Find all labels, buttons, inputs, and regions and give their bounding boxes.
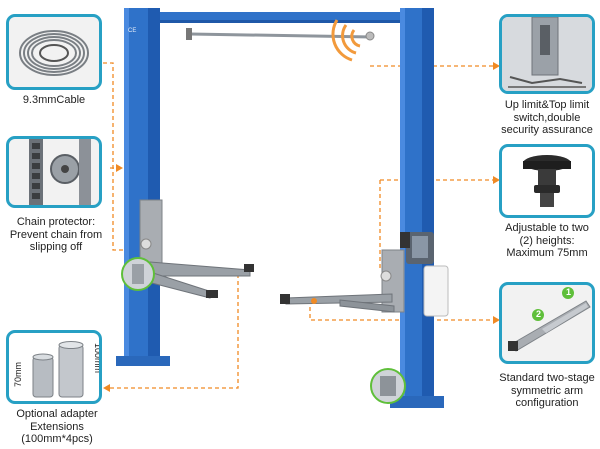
limit-switch-panel bbox=[499, 14, 595, 94]
pad-caption-line-3: Maximum 75mm bbox=[506, 247, 588, 259]
adapter-panel: 70mm 100mm bbox=[6, 330, 102, 404]
arrow-limit bbox=[493, 62, 500, 70]
adapter-caption-line-1: Optional adapter bbox=[16, 408, 98, 420]
leader-adapter bbox=[110, 270, 239, 389]
cable-coil-icon bbox=[19, 30, 89, 76]
limit-switch-caption: Up limit&Top limit switch,double securit… bbox=[492, 99, 600, 137]
leader-cable bbox=[103, 62, 128, 251]
arrow-adapter bbox=[103, 384, 110, 392]
arm-caption-line-1: Standard two-stage bbox=[499, 372, 595, 384]
pad-panel bbox=[499, 144, 595, 218]
right-base-plate bbox=[390, 396, 444, 408]
arm-caption-line-2: symmetric arm bbox=[510, 384, 584, 397]
arrow-chain bbox=[116, 164, 123, 172]
chain-caption-line-2: Prevent chain from bbox=[9, 228, 103, 241]
chain-protector-icon bbox=[29, 139, 91, 205]
adapter-caption-line-3: (100mm*4pcs) bbox=[21, 433, 93, 445]
limit-switch-icon bbox=[502, 17, 592, 91]
arrow-pad bbox=[493, 176, 500, 184]
sensor-waves bbox=[331, 19, 361, 62]
left-base-plate bbox=[116, 356, 170, 366]
adapter-dim-short: 70mm bbox=[13, 361, 23, 387]
top-beam bbox=[160, 12, 430, 22]
switch-bar bbox=[189, 32, 373, 39]
pad-caption-line-1: Adjustable to two bbox=[505, 222, 589, 234]
pad-caption-line-2: (2) heights: bbox=[519, 234, 575, 247]
right-arm bbox=[285, 293, 393, 305]
adapter-caption: Optional adapter Extensions (100mm*4pcs) bbox=[2, 408, 112, 446]
pad-caption: Adjustable to two (2) heights: Maximum 7… bbox=[492, 222, 600, 260]
adapter-caption-line-2: Extensions bbox=[30, 420, 84, 433]
adapter-dim-tall: 100mm bbox=[93, 343, 102, 374]
adapter-extensions-icon bbox=[32, 341, 84, 398]
arm-badge-1: 1 bbox=[566, 287, 572, 297]
cable-caption: 9.3mmCable bbox=[22, 94, 86, 106]
arm-caption-line-3: configuration bbox=[515, 397, 579, 409]
chain-caption: Chain protector: Prevent chain from slip… bbox=[2, 216, 110, 254]
two-stage-arm-icon bbox=[508, 287, 591, 352]
highlight-left-base bbox=[121, 257, 155, 291]
limit-caption-line-2: switch,double bbox=[513, 111, 581, 124]
chain-panel bbox=[6, 136, 102, 208]
cable-panel bbox=[6, 14, 102, 90]
arm-caption: Standard two-stage symmetric arm configu… bbox=[492, 372, 600, 410]
arm-badge-2: 2 bbox=[536, 309, 542, 319]
oil-tank bbox=[423, 265, 449, 317]
chain-caption-line-1: Chain protector: bbox=[16, 216, 96, 228]
ce-mark: CE bbox=[128, 28, 137, 34]
limit-caption-line-1: Up limit&Top limit bbox=[504, 99, 590, 111]
arm-panel: 1 2 bbox=[499, 282, 595, 364]
highlight-right-base bbox=[370, 368, 406, 404]
adjustable-pad-icon bbox=[523, 155, 571, 207]
arrow-arm bbox=[493, 316, 500, 324]
limit-caption-line-3: security assurance bbox=[501, 124, 593, 136]
chain-caption-line-3: slipping off bbox=[29, 241, 83, 253]
left-arm-upper bbox=[149, 261, 251, 277]
